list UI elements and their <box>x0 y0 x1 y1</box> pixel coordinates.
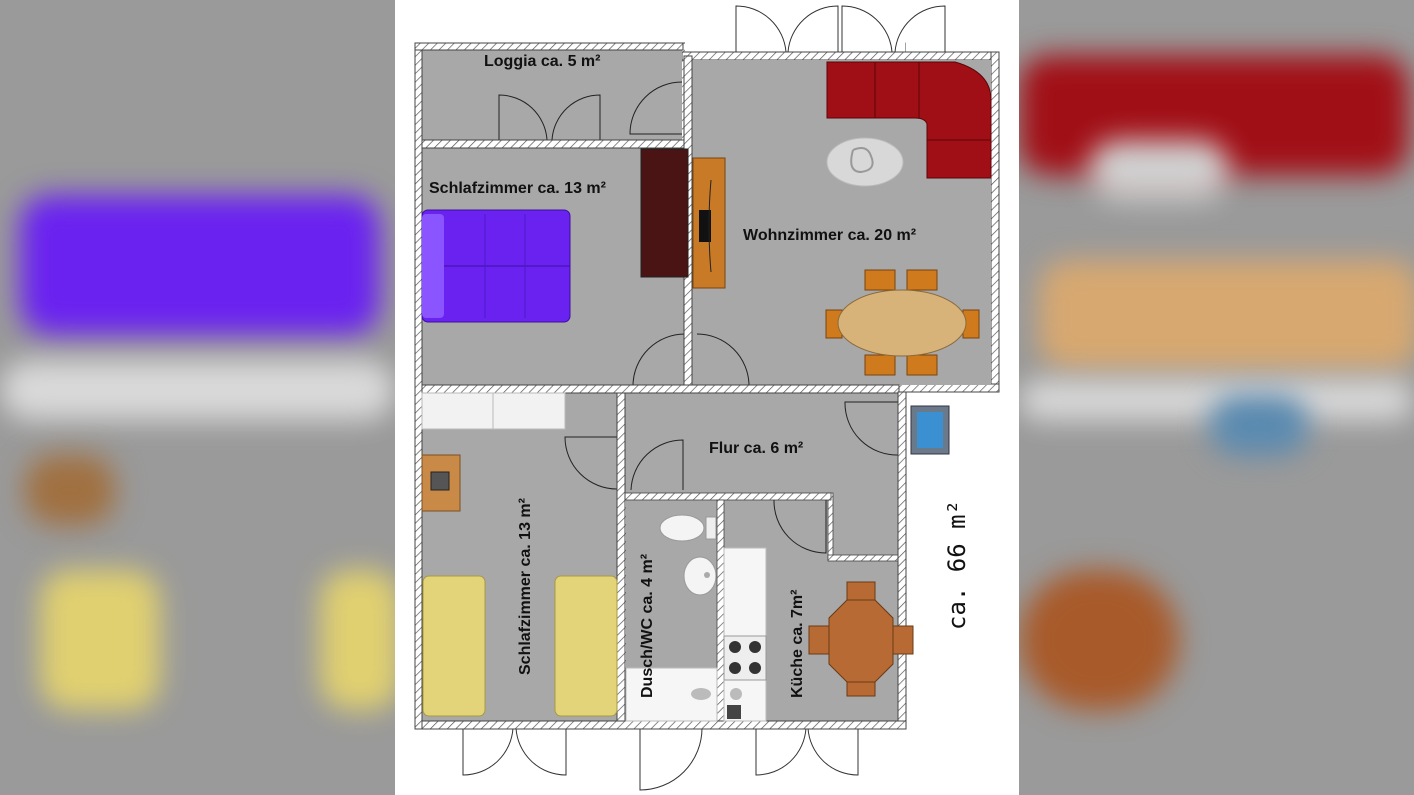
exterior-notch-top-right <box>685 0 905 52</box>
blurred-wall <box>0 360 395 420</box>
label-loggia: Loggia ca. 5 m² <box>484 53 600 70</box>
double-bed <box>421 209 571 323</box>
floor-plan: Loggia ca. 5 m² Schlafzimmer ca. 13 m² W… <box>395 0 1019 795</box>
dining-set <box>825 269 980 376</box>
label-total-area: ca. 66 m² <box>943 500 971 630</box>
label-kueche: Küche ca. 7m² <box>789 590 806 698</box>
bedroom2-flur-wall <box>616 392 626 729</box>
wohnzimmer-top-wall <box>681 51 999 61</box>
flur-right-wall <box>897 391 907 729</box>
label-flur: Flur ca. 6 m² <box>709 440 803 457</box>
wohnzimmer-bottom-wall <box>894 383 1000 393</box>
bottom-windows <box>462 727 859 791</box>
label-wohnzimmer: Wohnzimmer ca. 20 m² <box>743 227 916 244</box>
blurred-backdrop-left <box>0 0 395 795</box>
loggia-top-wall <box>414 42 684 51</box>
kitchen-table-set <box>808 581 914 697</box>
blurred-table <box>1039 260 1414 370</box>
wohnzimmer-right-wall <box>990 51 1000 393</box>
tv-cable <box>708 179 712 273</box>
top-windows <box>735 5 946 53</box>
single-beds <box>422 575 618 717</box>
blurred-pool <box>1209 395 1309 455</box>
blurred-rug <box>1089 140 1229 200</box>
blurred-single-bed-1 <box>40 570 160 710</box>
loggia-doors <box>498 81 683 141</box>
pool-water <box>917 412 943 448</box>
rug-pattern <box>850 147 874 174</box>
bedroom-living-doors <box>632 333 750 386</box>
tv-cabinet <box>692 157 726 289</box>
blurred-single-bed-2 <box>320 570 395 710</box>
middle-horizontal-wall <box>414 384 900 394</box>
rug <box>826 137 904 187</box>
blurred-kitchen-table <box>1019 570 1179 710</box>
bath-kitchen-wall <box>716 499 725 722</box>
blurred-desk <box>25 455 115 525</box>
desk <box>421 454 461 512</box>
loggia-floor <box>422 50 682 140</box>
blurred-bed <box>20 195 380 335</box>
left-wall <box>414 42 423 730</box>
tv <box>699 210 711 242</box>
flur-doors <box>564 401 899 554</box>
label-schlafzimmer-1: Schlafzimmer ca. 13 m² <box>429 180 606 197</box>
laptop <box>430 471 450 491</box>
kitchen-counter <box>723 547 767 722</box>
blurred-backdrop-right <box>1019 0 1414 795</box>
bottom-wall <box>414 720 907 730</box>
label-schlafzimmer-2: Schlafzimmer ca. 13 m² <box>517 498 534 675</box>
loggia-bedroom-wall <box>414 139 688 149</box>
corner-sofa <box>826 61 992 179</box>
bathroom-fixtures <box>625 514 718 722</box>
flur-bottom-wall <box>624 492 832 501</box>
label-dusch-wc: Dusch/WC ca. 4 m² <box>639 554 656 698</box>
wardrobe <box>640 148 689 278</box>
flur-kueche-wall <box>827 492 834 561</box>
flur-kueche-wall-bottom <box>827 554 899 562</box>
floor-plan-drawing: Loggia ca. 5 m² Schlafzimmer ca. 13 m² W… <box>414 0 1019 791</box>
